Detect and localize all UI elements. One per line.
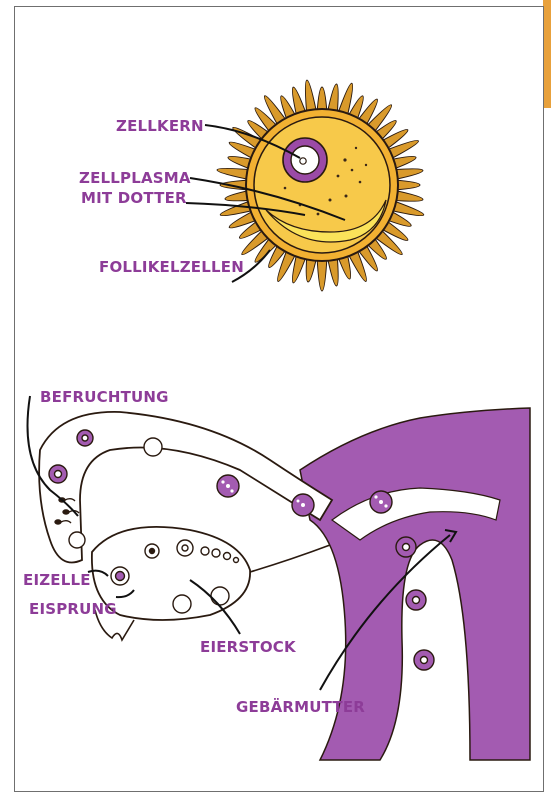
label-egg-cell: EIZELLE <box>23 571 91 589</box>
tube-cell-3 <box>144 438 162 456</box>
nucleolus <box>300 158 306 164</box>
follicle-ray <box>317 257 327 291</box>
ovarian-ligament <box>250 545 330 572</box>
label-uterus: GEBÄRMUTTER <box>236 697 365 716</box>
label-follicle-cells: FOLLIKELZELLEN <box>99 258 244 276</box>
label-fertilization: BEFRUCHTUNG <box>40 388 169 406</box>
label-ovulation: EISPRUNG <box>29 600 117 618</box>
label-ovary: EIERSTOCK <box>200 638 297 656</box>
label-cytoplasm-2: MIT DOTTER <box>81 189 187 207</box>
label-cytoplasm-1: ZELLPLASMA <box>79 169 191 187</box>
label-nucleus: ZELLKERN <box>116 117 204 135</box>
